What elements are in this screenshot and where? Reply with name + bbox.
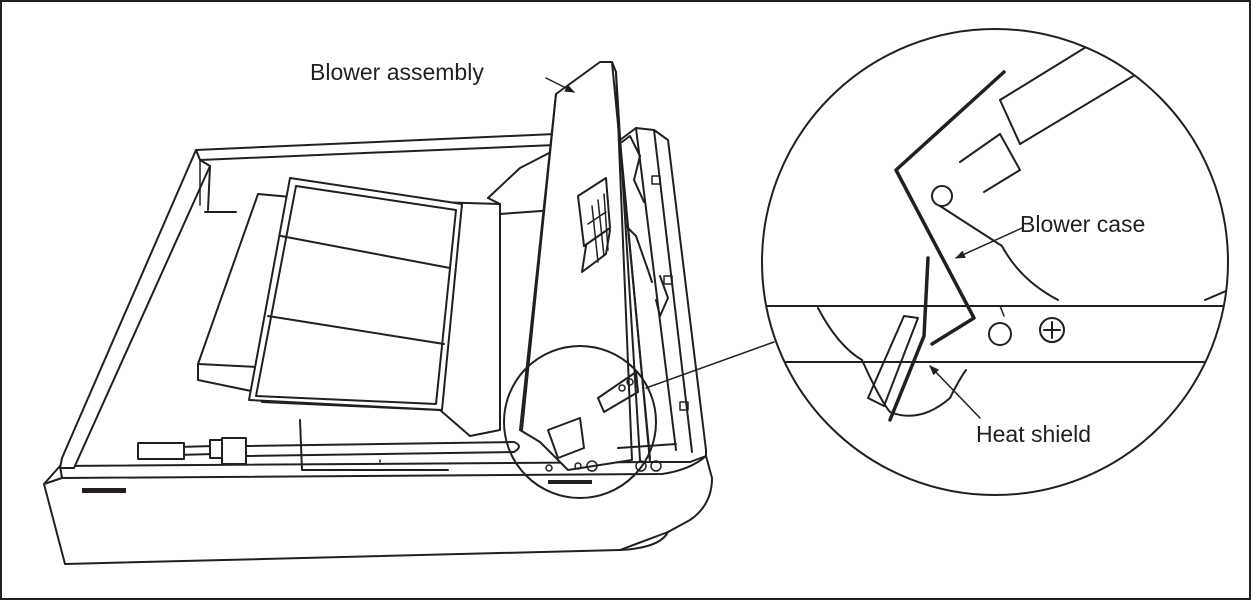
blower-plate: [519, 61, 633, 471]
zoom-detail: Blower case Heat shield: [761, 28, 1229, 496]
base-tray: [43, 455, 713, 565]
blower-assembly-leader: [545, 77, 575, 93]
unit-drawing: [43, 61, 775, 565]
detail-connector: [645, 341, 775, 389]
back-wall: [195, 133, 556, 161]
right-wall: [619, 127, 707, 463]
blower-case-leader: [955, 227, 1023, 259]
heat-shield-label: Heat shield: [976, 421, 1091, 447]
blower-case-edge: [894, 70, 1006, 346]
screw-icon: [1039, 317, 1065, 343]
blower-case-label: Blower case: [1020, 211, 1145, 237]
blower-vents: [577, 177, 611, 247]
duct-panel: [248, 177, 463, 411]
left-wall: [59, 149, 211, 469]
zoom-circle: [761, 28, 1229, 496]
rod-fitting: [137, 442, 185, 460]
tray-slot: [82, 488, 126, 493]
detail-circle-small: [503, 345, 657, 499]
blower-assembly-label: Blower assembly: [310, 59, 484, 85]
heat-shield-leader: [929, 365, 981, 419]
heat-shield-edge: [888, 256, 930, 422]
